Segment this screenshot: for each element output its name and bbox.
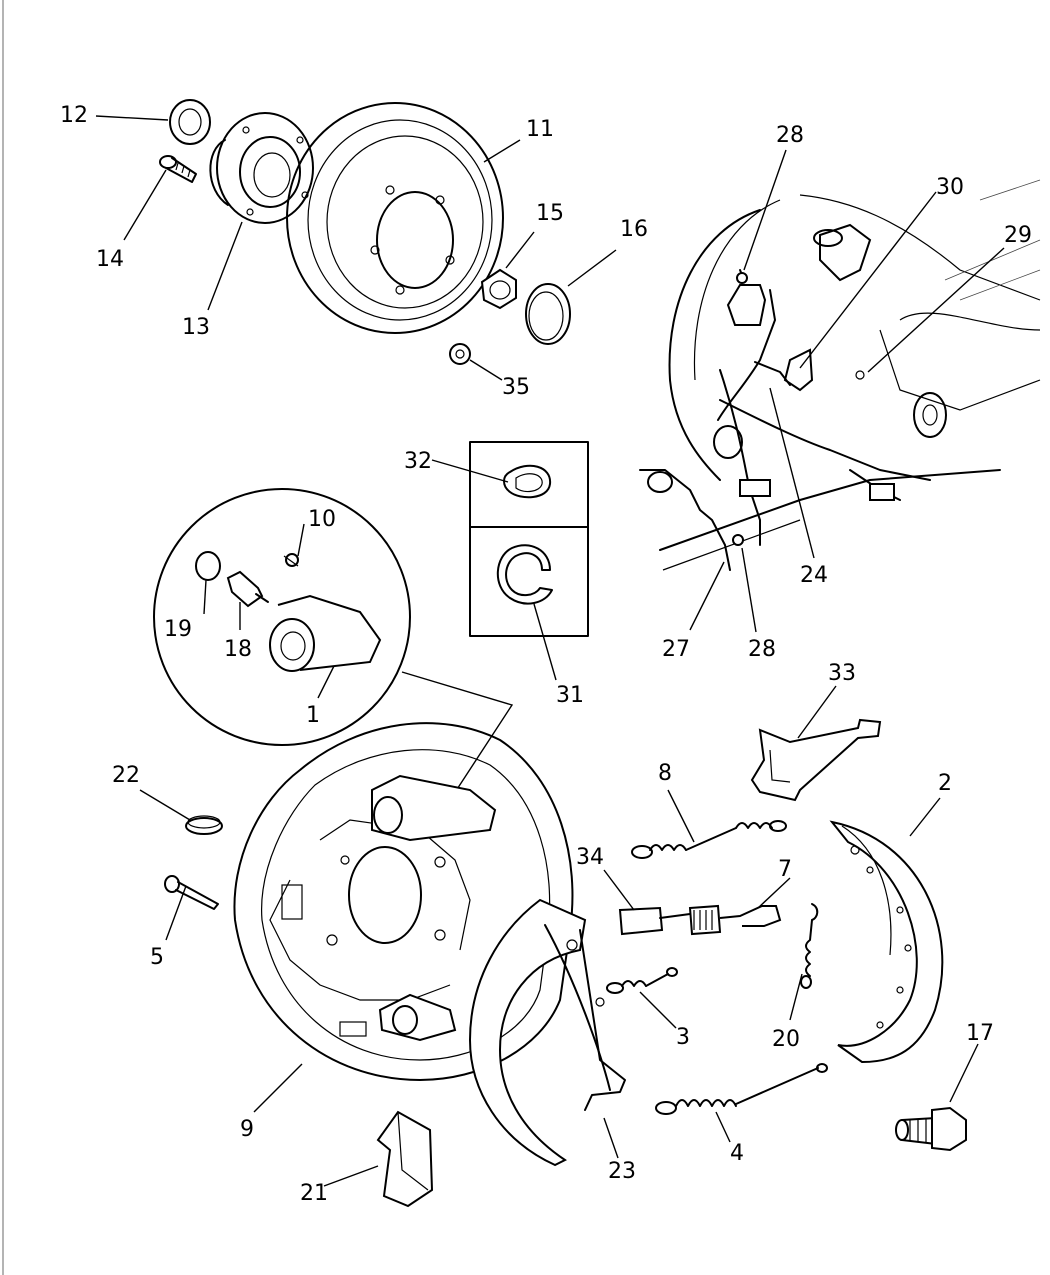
washer-35 <box>449 343 471 365</box>
callout-10: 10 <box>308 507 336 532</box>
callout-27: 27 <box>662 637 690 662</box>
callout-34: 34 <box>576 845 604 870</box>
callout-15: 15 <box>536 201 564 226</box>
callout-3: 3 <box>676 1025 690 1050</box>
callout-23: 23 <box>608 1159 636 1184</box>
brake-shoe-2 <box>829 820 944 1064</box>
callout-20: 20 <box>772 1027 800 1052</box>
callout-7: 7 <box>778 857 792 882</box>
callout-2: 2 <box>938 771 952 796</box>
callout-32: 32 <box>404 449 432 474</box>
hold-down-pin-5 <box>164 875 219 910</box>
parking-brake-cable-assembly <box>639 179 1041 571</box>
wheel-cylinder-inset <box>153 488 514 801</box>
callout-22: 22 <box>112 763 140 788</box>
callout-16: 16 <box>620 217 648 242</box>
callout-14: 14 <box>96 247 124 272</box>
callout-19: 19 <box>164 617 192 642</box>
callout-11: 11 <box>526 117 554 142</box>
callout-8: 8 <box>658 761 672 786</box>
spring-8 <box>631 820 787 859</box>
clip-inset-box <box>469 441 589 637</box>
grease-seal-12 <box>169 99 211 145</box>
callout-28-bottom: 28 <box>748 637 776 662</box>
callout-29: 29 <box>1004 223 1032 248</box>
clip-21 <box>376 1110 434 1208</box>
callout-1: 1 <box>306 703 320 728</box>
hub-13 <box>209 112 314 224</box>
brake-drum-11 <box>286 102 504 334</box>
grease-cap-16 <box>525 283 571 345</box>
callout-24: 24 <box>800 563 828 588</box>
wheel-stud-14 <box>159 155 197 183</box>
callout-21: 21 <box>300 1181 328 1206</box>
hub-nut-15 <box>480 268 517 310</box>
callout-30: 30 <box>936 175 964 200</box>
spring-20 <box>800 903 819 989</box>
callout-5: 5 <box>150 945 164 970</box>
callout-33: 33 <box>828 661 856 686</box>
callout-18: 18 <box>224 637 252 662</box>
lever-bracket-33 <box>750 718 882 802</box>
backing-plate-9 <box>233 722 574 1081</box>
plug-22 <box>185 815 223 835</box>
callout-35: 35 <box>502 375 530 400</box>
bolt-17 <box>895 1106 967 1152</box>
brake-shoe-23 <box>468 898 626 1167</box>
adjuster-screw-7 <box>618 904 782 936</box>
leader-lines <box>95 115 1005 1187</box>
callout-28-top: 28 <box>776 123 804 148</box>
callout-31: 31 <box>556 683 584 708</box>
callout-9: 9 <box>240 1117 254 1142</box>
callout-17: 17 <box>966 1021 994 1046</box>
spring-3 <box>606 967 678 994</box>
callout-13: 13 <box>182 315 210 340</box>
callout-12: 12 <box>60 103 88 128</box>
callout-labels: 12 14 13 11 15 16 35 28 30 29 24 27 28 3… <box>60 103 1032 1206</box>
spring-4 <box>655 1063 828 1115</box>
callout-4: 4 <box>730 1141 744 1166</box>
